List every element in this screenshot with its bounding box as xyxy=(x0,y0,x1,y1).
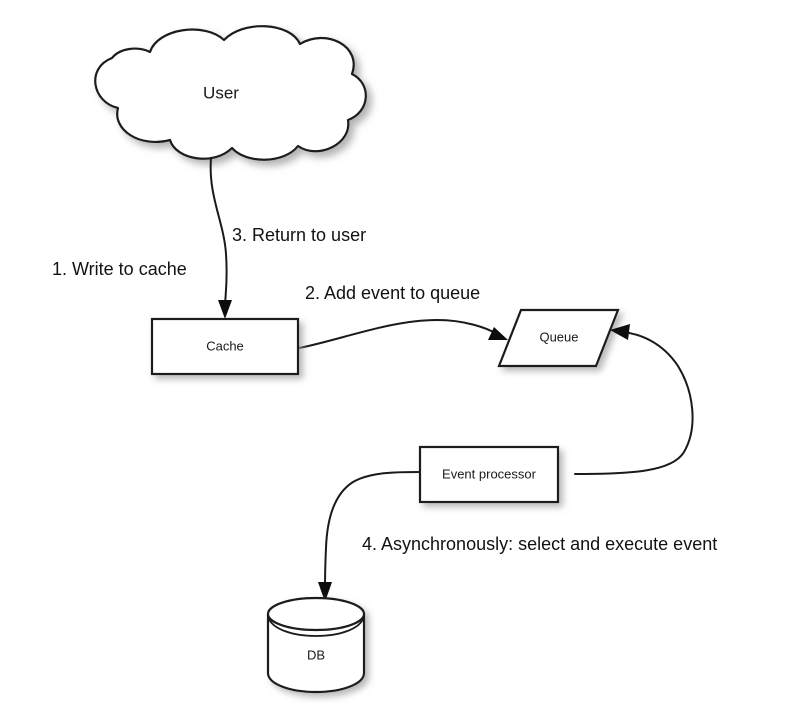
db-top-ellipse xyxy=(266,596,366,632)
edge-user-to-cache[interactable] xyxy=(209,157,232,319)
cloud-shape xyxy=(94,25,367,161)
edge-processor-to-db-line xyxy=(324,471,421,591)
edge-cache-to-queue-arrowhead xyxy=(488,327,508,340)
edge-processor-to-queue[interactable] xyxy=(574,324,694,475)
edge-label-step4: 4. Asynchronously: select and execute ev… xyxy=(362,534,717,554)
node-event-processor-label: Event processor xyxy=(442,466,537,481)
node-user-label: User xyxy=(203,83,239,102)
edge-label-step1: 1. Write to cache xyxy=(52,259,187,279)
db-rim-arc xyxy=(267,616,365,637)
edge-cache-to-queue-line xyxy=(298,318,498,349)
node-user[interactable]: User xyxy=(94,25,367,161)
edge-processor-to-queue-arrowhead xyxy=(610,324,630,340)
edge-label-step2: 2. Add event to queue xyxy=(305,283,480,303)
node-cache[interactable]: Cache xyxy=(150,317,300,376)
node-queue[interactable]: Queue xyxy=(497,308,620,368)
node-queue-label: Queue xyxy=(539,329,578,344)
event-processor-shape xyxy=(418,445,560,504)
edge-processor-to-db[interactable] xyxy=(318,471,421,602)
edge-label-step3: 3. Return to user xyxy=(232,225,366,245)
node-db[interactable]: DB xyxy=(266,596,366,694)
edge-processor-to-queue-line xyxy=(574,331,694,475)
cache-shape xyxy=(150,317,300,376)
edge-cache-to-queue[interactable] xyxy=(298,318,508,349)
node-event-processor[interactable]: Event processor xyxy=(418,445,560,504)
edge-processor-to-db-arrowhead xyxy=(318,582,332,602)
edge-user-to-cache-line xyxy=(209,157,228,309)
queue-shape xyxy=(497,308,620,368)
node-cache-label: Cache xyxy=(206,338,244,353)
edge-user-to-cache-arrowhead xyxy=(218,300,232,319)
node-db-label: DB xyxy=(307,647,325,662)
